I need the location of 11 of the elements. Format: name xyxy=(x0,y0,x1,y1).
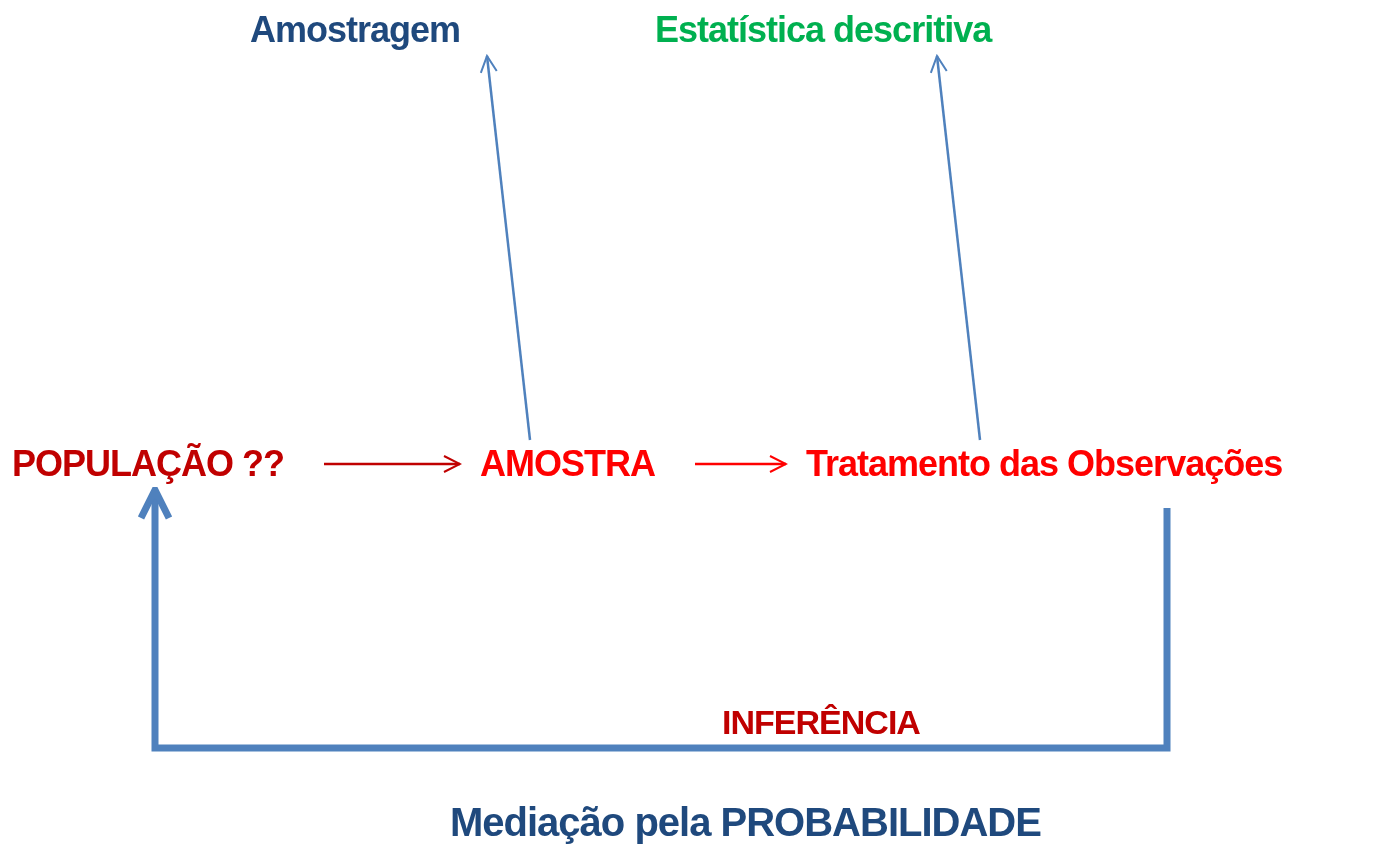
node-label: Estatística descritiva xyxy=(655,8,992,52)
caption-text: Mediação pela PROBABILIDADE xyxy=(450,799,1041,846)
arrow xyxy=(324,455,461,473)
arrow xyxy=(479,55,532,441)
node-label: Amostragem xyxy=(250,8,461,52)
node-label: Tratamento das Observações xyxy=(806,442,1283,486)
node-label: POPULAÇÃO ?? xyxy=(12,442,284,486)
node-label: AMOSTRA xyxy=(480,442,655,486)
arrow xyxy=(929,55,982,441)
arrow xyxy=(695,455,787,473)
arrow xyxy=(137,486,1171,752)
